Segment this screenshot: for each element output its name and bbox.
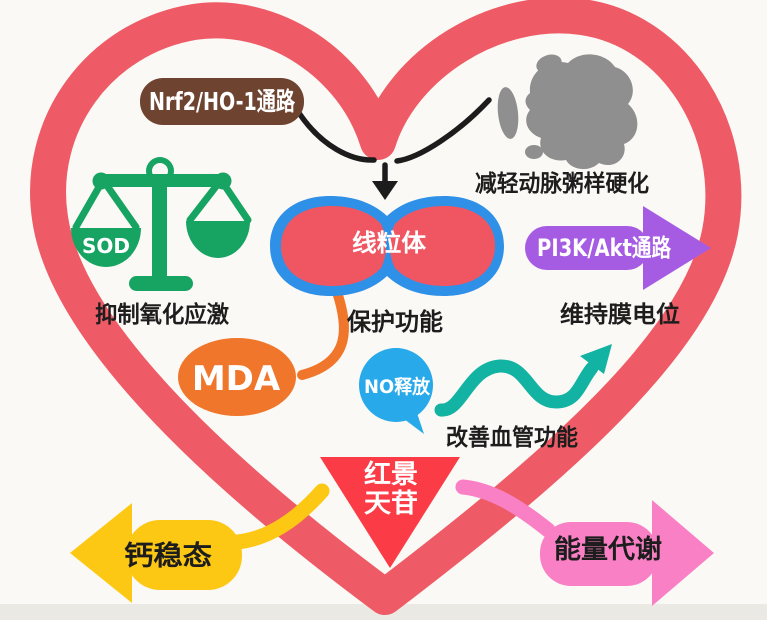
scale-pan-left: [71, 228, 141, 267]
calcium-arrow-tail: [230, 483, 330, 550]
mda-label: MDA: [192, 359, 281, 399]
mitochondria-lobe-right: [390, 206, 495, 286]
energy-arrow-body: [540, 522, 658, 586]
salidroside-triangle: [320, 457, 460, 568]
pathway-arrow-left: [296, 110, 377, 163]
vascular-wave-arrow: [434, 359, 599, 417]
calcium-label: 钙稳态: [124, 540, 212, 572]
mda-connector-line: [297, 287, 349, 380]
calcium-arrow: [70, 503, 242, 603]
energy-arrow: [540, 500, 714, 606]
pathway-arrow-right: [394, 97, 492, 164]
oxidative-stress-label: 抑制氧化应激: [95, 301, 229, 328]
no-release-bubble: [359, 348, 433, 434]
pi3k-arrowhead-icon: [643, 206, 711, 290]
atherosclerosis-label: 减轻动脉粥样硬化: [475, 170, 649, 197]
energy-arrow-tail: [455, 479, 556, 538]
salidroside-label-line2: 天苷: [364, 489, 418, 519]
plaque-side-blob: [497, 87, 519, 139]
scale-base: [129, 276, 193, 291]
no-bubble-circle: [359, 348, 433, 422]
plaque-main-blob: [525, 54, 638, 170]
no-release-label: NO释放: [364, 375, 431, 398]
mda-bubble: [178, 338, 296, 416]
membrane-potential-label: 维持膜电位: [560, 301, 680, 328]
protect-function-label: 保护功能: [346, 308, 443, 336]
pi3k-akt-label: PI3K/Akt通路: [537, 234, 672, 262]
down-arrowhead-icon: [372, 181, 398, 200]
nrf2-ho1-pill: [140, 78, 304, 125]
salidroside-label-line1: 红景: [364, 459, 418, 490]
scale-hanger-lines: [72, 176, 252, 231]
energy-arrowhead-icon: [652, 500, 714, 606]
scale-post: [152, 178, 167, 282]
pi3k-arrow-body: [525, 226, 649, 270]
calcium-arrow-body: [126, 520, 242, 590]
scale-pan-right: [186, 221, 250, 258]
mitochondria-label: 线粒体: [352, 229, 427, 257]
vascular-arrowhead-icon: [580, 344, 612, 374]
calcium-arrowhead-icon: [70, 503, 132, 603]
plaque-bottom-blob: [525, 145, 543, 159]
plaque-blob-icon: [497, 54, 638, 170]
mitochondria-lobe-left: [281, 206, 386, 286]
vascular-function-label: 改善血管功能: [446, 424, 578, 451]
energy-label: 能量代谢: [554, 534, 662, 565]
heart-outline: [30, 0, 742, 615]
no-bubble-tail: [400, 410, 424, 434]
scale-beam: [96, 174, 228, 187]
nrf2-ho1-label: Nrf2/HO-1通路: [149, 87, 296, 116]
mitochondria-lobes: [281, 206, 495, 286]
plaque-top-blob: [536, 54, 562, 74]
balance-scale-icon: [71, 157, 250, 291]
sod-pan-label: SOD: [82, 234, 130, 258]
pi3k-akt-arrow: [525, 206, 711, 290]
